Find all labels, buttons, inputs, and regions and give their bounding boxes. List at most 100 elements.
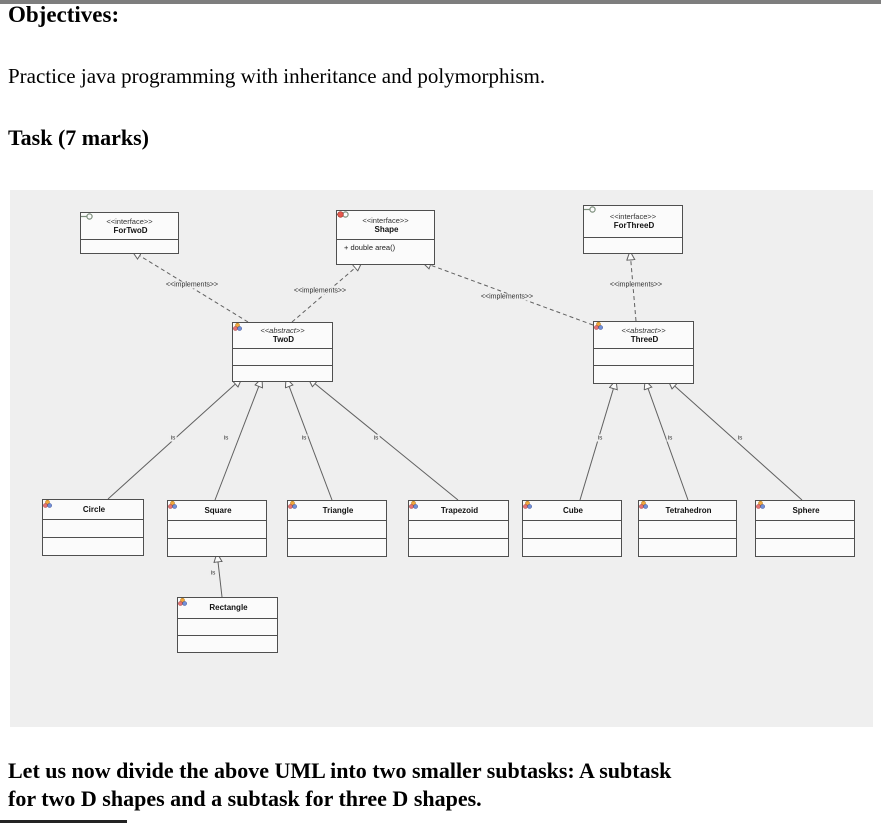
uml-compartment [409,520,508,538]
uml-node-title: <<interface>>ForTwoD [81,213,178,239]
uml-compartment [43,537,143,555]
uml-node-cube: Cube [522,500,622,557]
closing-paragraph: Let us now divide the above UML into two… [8,757,874,813]
uml-node-name-row: ForThreeD [584,206,654,231]
is-label: is [169,434,177,442]
uml-compartment [81,239,178,253]
uml-compartment [233,365,332,381]
uml-node-title: <<interface>>ForThreeD [584,206,682,237]
uml-member-row: + double area() [337,211,434,252]
uml-node-title: Circle [43,500,143,519]
uml-compartment [409,538,508,556]
uml-compartment [756,520,854,538]
is-label: is [300,434,308,442]
uml-node-name-row: Circle [43,500,106,515]
uml-node-title: Tetrahedron [639,501,736,520]
uml-node-name-row: Shape [337,211,399,235]
uml-node-title: Sphere [756,501,854,520]
implements-label: <<implements>> [164,281,220,289]
uml-node-name-row: Triangle [288,501,354,516]
uml-compartment [639,520,736,538]
task-heading: Task (7 marks) [8,125,149,150]
uml-compartment [594,348,693,365]
uml-node-title: Cube [523,501,621,520]
uml-node-threed: <<abstract>>ThreeD [593,321,694,384]
uml-node-name: Trapezoid [440,505,479,515]
stereotype-label: <<interface>> [609,212,657,221]
uml-node-name: TwoD [272,335,295,344]
uml-node-name: Cube [563,505,583,515]
uml-node-forthreed: <<interface>>ForThreeD [583,205,683,254]
uml-node-rectangle: Rectangle [177,597,278,653]
uml-node-name-row: Tetrahedron [639,501,712,516]
uml-compartment [168,538,266,556]
uml-node-name-row: Rectangle [178,598,248,613]
uml-edge-implements [132,251,249,323]
closing-line-1: Let us now divide the above UML into two… [8,758,672,783]
uml-compartment [756,538,854,556]
objectives-body: Practice java programming with inheritan… [8,64,546,88]
uml-node-shape: <<interface>>Shape + double area() [336,210,435,265]
uml-compartment [168,520,266,538]
uml-node-name-row: Trapezoid [409,501,479,516]
uml-node-square: Square [167,500,267,557]
stereotype-label: <<abstract>> [260,326,305,335]
stereotype-label: <<interface>> [106,216,153,226]
uml-edge-is [645,380,689,501]
uml-compartment [178,635,277,652]
uml-node-name: Circle [82,504,106,514]
uml-node-name: ForTwoD [113,225,148,235]
stereotype-label: <<interface>> [362,215,409,225]
uml-node-twod: <<abstract>>TwoD [232,322,333,382]
uml-diagram: <<implements>> <<implements>> <<implements… [10,190,873,727]
implements-label: <<implements>> [608,281,664,289]
uml-compartment [584,237,682,253]
is-label: is [209,569,217,577]
uml-node-name: Shape [374,224,399,234]
uml-compartment [178,618,277,635]
uml-node-sphere: Sphere [755,500,855,557]
uml-compartment [594,365,693,383]
implements-label: <<implements>> [292,287,348,295]
is-label: is [372,434,380,442]
uml-node-title: Rectangle [178,598,277,618]
uml-node-title: <<interface>>Shape [337,211,434,239]
uml-node-tetrahedron: Tetrahedron [638,500,737,557]
method-label: + double area() [344,243,396,252]
uml-node-triangle: Triangle [287,500,387,557]
uml-edges-layer [107,190,803,598]
uml-edge-is [308,378,459,501]
uml-node-name-row: TwoD [233,323,295,345]
uml-node-circle: Circle [42,499,144,556]
uml-compartment [233,348,332,365]
uml-edge-is [214,378,262,501]
is-label: is [222,434,230,442]
uml-node-title: <<abstract>>ThreeD [594,322,693,348]
uml-node-title: Trapezoid [409,501,508,520]
uml-node-title: Triangle [288,501,386,520]
uml-compartment [43,519,143,537]
uml-node-name: Rectangle [209,603,248,612]
uml-compartment [288,520,386,538]
uml-compartment: + double area() [337,211,434,264]
uml-edge-is [668,380,803,501]
uml-compartment [523,538,621,556]
uml-edge-is [286,378,333,501]
is-label: is [596,434,604,442]
uml-node-name: Square [204,505,232,515]
uml-node-name-row: Square [168,501,232,516]
bottom-edge-artifact [0,820,127,823]
uml-compartment [523,520,621,538]
is-label: is [736,434,744,442]
uml-node-name-row: Sphere [756,501,820,516]
closing-line-2: for two D shapes and a subtask for three… [8,786,482,811]
uml-node-name-row: ThreeD [594,322,658,345]
uml-node-trapezoid: Trapezoid [408,500,509,557]
uml-node-name: Triangle [322,505,354,515]
uml-edge-is [217,553,222,598]
uml-compartment [639,538,736,556]
uml-edge-implements [291,262,362,323]
uml-node-fortwod: <<interface>>ForTwoD [80,212,179,254]
uml-node-name-row: ForTwoD [81,213,148,236]
